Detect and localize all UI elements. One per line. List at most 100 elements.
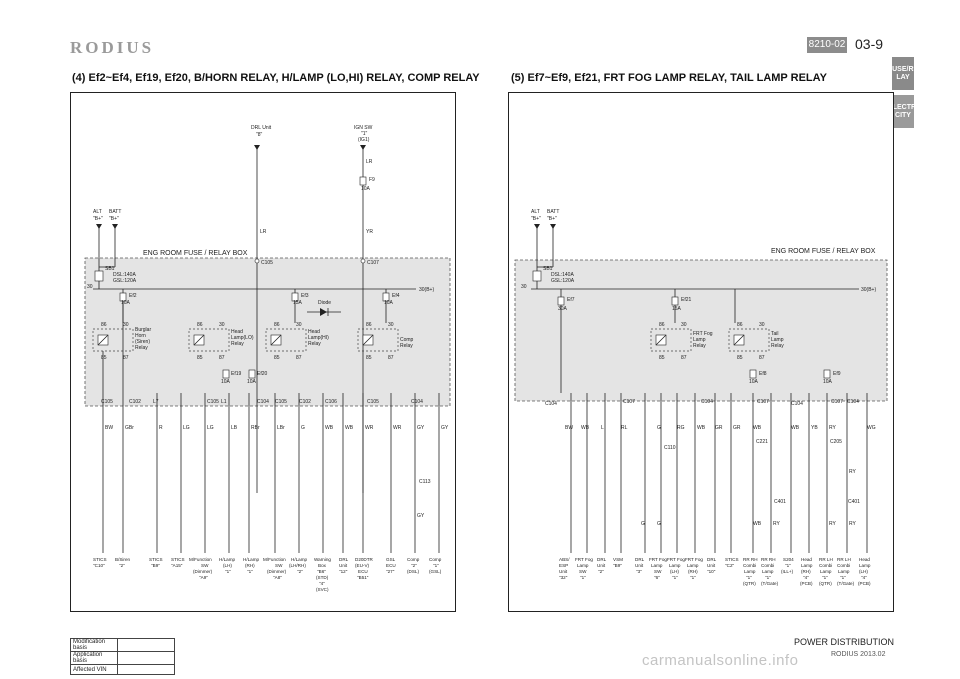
wire-rl: RL [621, 425, 628, 431]
sb1-label: SB1 [105, 266, 115, 272]
terminal-l8: H/Lamp(LH/RH)"2" [289, 557, 308, 574]
conn-c107-b: C107 [757, 399, 769, 405]
drl-unit-pin: "8" [256, 132, 263, 138]
conn-c106: C106 [325, 399, 337, 405]
bus-30b: 30(B+) [419, 287, 434, 293]
conn-c104-d: C104 [847, 399, 859, 405]
wire-lg2: LG [207, 425, 214, 431]
svg-text:85: 85 [659, 355, 665, 361]
alt-label: ALT [531, 209, 540, 215]
sb1-gsl: GSL:120A [113, 278, 137, 284]
conn-c105-d: C105 [367, 399, 379, 405]
fuse-ef4-rating: 10A [384, 300, 394, 306]
wire-gy: GY [417, 425, 425, 431]
batt-pin: "B+" [109, 216, 119, 222]
brand-logo: RODIUS [70, 38, 155, 57]
conn-c104-b: C104 [701, 399, 713, 405]
bus-30: 30 [521, 284, 527, 290]
relay-comp: 86 30 85 87 [357, 322, 399, 361]
terminal-l3: STICS"A15" [171, 557, 185, 568]
sub-conn-c401b: C401 [848, 499, 860, 505]
bus-30b: 30(B+) [861, 287, 876, 293]
svg-text:86: 86 [197, 322, 203, 328]
sub-wire-ry: RY [773, 521, 781, 527]
side-tab-electricity[interactable]: ELECTRI CITY [888, 95, 918, 128]
box-title: ENG ROOM FUSE / RELAY BOX [143, 250, 248, 257]
relay-head-lamp-lo: 86 30 85 87 [188, 322, 230, 361]
sub-wire-g2: G [657, 521, 661, 527]
terminal-l0: STICS"C10" [93, 557, 107, 568]
conn-c105-c: C105 [275, 399, 287, 405]
conn-c104-a: C104 [545, 401, 557, 407]
fuse-ef4-name: Ef4 [392, 293, 400, 299]
sb1-dsl: DSL:140A [551, 272, 574, 278]
conn-c105-b: C105 [207, 399, 219, 405]
conn-l7: L7 [153, 399, 159, 405]
wire-gy2: GY [441, 425, 449, 431]
revision-table: Modification basis Application basis Aff… [70, 638, 175, 675]
terminal-l11: D20DTR(EU-V)ECU"B51" [355, 557, 374, 580]
sub-wire-ry2: RY [829, 521, 837, 527]
fuse-ef9-name: Ef9 [833, 371, 841, 377]
terminal-l13: Comp"2"(DSL) [407, 557, 420, 574]
terminal-l1: B/Siren"2" [115, 557, 131, 568]
terminal-l6: H/Lamp(RH)"1" [243, 557, 260, 574]
svg-text:30: 30 [123, 322, 129, 328]
svg-text:85: 85 [366, 355, 372, 361]
bus-30: 30 [87, 284, 93, 290]
terminal-l14: Comp"1"(GSL) [429, 557, 442, 574]
wire-bw: BW [105, 425, 113, 431]
svg-text:87: 87 [296, 355, 302, 361]
wire-lb: LB [231, 425, 238, 431]
terminal-l5: H/Lamp(LH)"1" [219, 557, 236, 574]
terminal-r12: S204"1"(ILL+) [781, 557, 794, 574]
wire-gr: GR [715, 425, 723, 431]
sub-conn-c401: C401 [774, 499, 786, 505]
svg-text:30: 30 [681, 322, 687, 328]
fuse-f9-name: F9 [369, 177, 375, 183]
wire-rg: RG [677, 425, 685, 431]
wire-r: R [159, 425, 163, 431]
left-diagram-heading: (4) Ef2~Ef4, Ef19, Ef20, B/HORN RELAY, H… [72, 72, 480, 84]
c113-wire: GY [417, 513, 425, 519]
sub-wire-wb: WB [753, 521, 762, 527]
side-tab-fuse-relay[interactable]: FUSE/RE LAY [888, 57, 918, 90]
fuse-ef20-name: Ef20 [257, 371, 268, 377]
svg-text:85: 85 [274, 355, 280, 361]
wire-yb: YB [811, 425, 818, 431]
drl-unit-label: DRL Unit [251, 125, 272, 131]
wire-wb4: WB [791, 425, 800, 431]
affected-vin-label: Affected VIN [70, 664, 118, 675]
box-title: ENG ROOM FUSE / RELAY BOX [771, 248, 876, 255]
left-wiring-diagram: ENG ROOM FUSE / RELAY BOX ALT "B+" BATT … [70, 92, 456, 612]
svg-text:86: 86 [659, 322, 665, 328]
wire-wr2: WR [393, 425, 402, 431]
svg-text:87: 87 [681, 355, 687, 361]
svg-text:30: 30 [388, 322, 394, 328]
svg-text:87: 87 [123, 355, 129, 361]
wire-wb3: WB [753, 425, 762, 431]
right-wiring-diagram: ENG ROOM FUSE / RELAY BOX ALT "B+" BATT … [508, 92, 894, 612]
page-number: 03-9 [855, 36, 884, 52]
batt-pin: "B+" [547, 216, 557, 222]
wire-wb: WB [581, 425, 590, 431]
conn-c102-a: C102 [129, 399, 141, 405]
fuse-ef3-name: Ef3 [301, 293, 309, 299]
sb1-dsl: DSL:140A [113, 272, 136, 278]
affected-vin-value [117, 664, 175, 675]
fuse-ef7-name: Ef7 [567, 297, 575, 303]
c113-connector: C113 [419, 479, 431, 485]
